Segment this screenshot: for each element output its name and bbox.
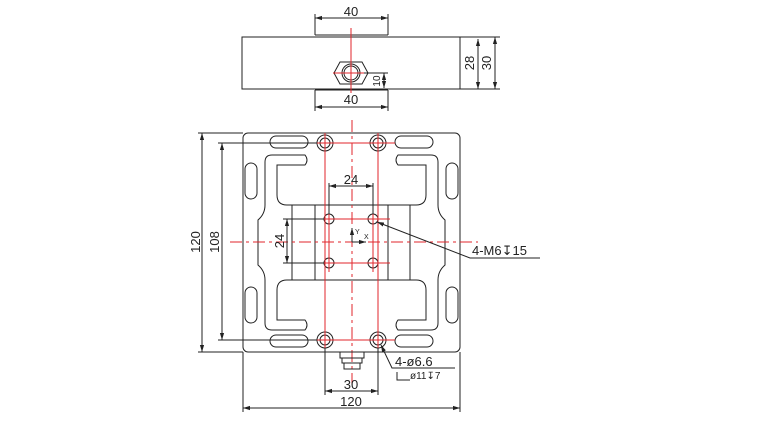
dim-hole-spacing-bottom: 30 xyxy=(344,377,358,392)
dim-overall-width: 120 xyxy=(340,394,362,409)
dim-thread-pitch-horizontal: 24 xyxy=(344,172,358,187)
threaded-holes xyxy=(323,213,379,269)
cable-gland xyxy=(339,351,365,370)
axis-y-label: Y xyxy=(355,229,360,236)
dim-hole-pitch-vertical: 108 xyxy=(207,231,222,253)
counterbore-callout: ø11↧7 xyxy=(410,371,441,382)
plan-view: Y X 120 108 24 24 4-M6↧15 4-ø6.6 ø11↧7 3… xyxy=(188,120,540,412)
hole-callout: 4-ø6.6 xyxy=(395,354,433,369)
dim-thread-pitch-vertical: 24 xyxy=(272,234,287,248)
dim-inner-height: 28 xyxy=(462,56,477,70)
dim-top-width: 40 xyxy=(344,4,358,19)
flexure-slots xyxy=(244,135,459,348)
dim-connector-height: 10 xyxy=(372,75,383,87)
dim-bottom-width: 40 xyxy=(344,92,358,107)
top-view: 40 40 10 28 30 xyxy=(241,4,500,111)
axis-x-label: X xyxy=(364,234,369,241)
dim-outer-height: 30 xyxy=(479,56,494,70)
thread-callout: 4-M6↧15 xyxy=(472,243,527,258)
dim-overall-height: 120 xyxy=(188,231,203,253)
